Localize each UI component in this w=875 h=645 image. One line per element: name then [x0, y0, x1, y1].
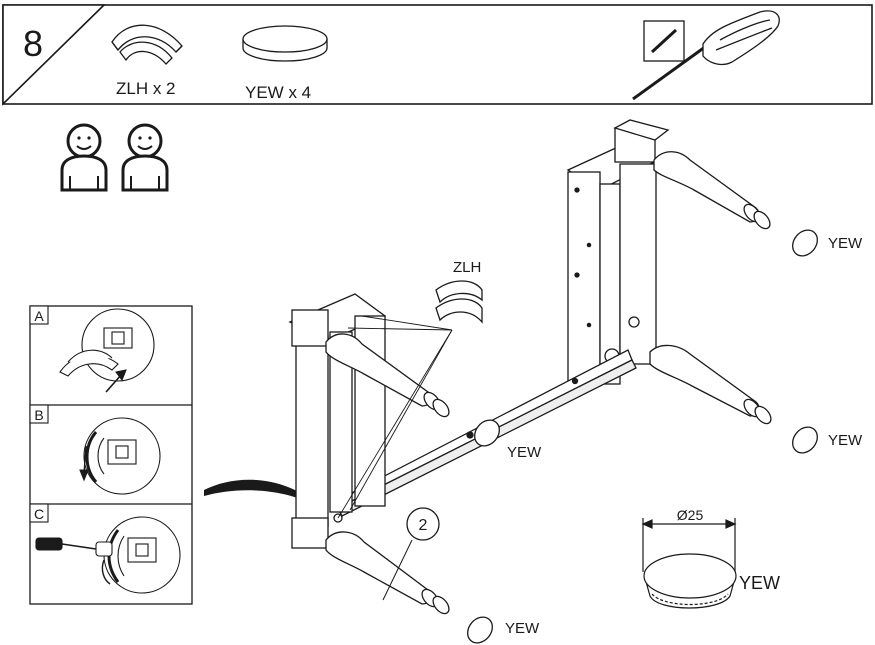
callout-yew-mid-right: YEW: [828, 432, 863, 449]
leg-far-top: [653, 151, 771, 230]
part-label-zlh: ZLH x 2: [116, 79, 176, 98]
quantity-marker: [382, 507, 440, 601]
header-band: 8 ZLH x 2 YEW x 4: [2, 4, 873, 106]
near-leg-frame: [288, 293, 387, 549]
curved-pointer-arrow: [204, 479, 324, 510]
pad-near-bottom: [467, 616, 493, 644]
pad-icon: [242, 25, 328, 62]
bracket-callout: [337, 280, 483, 519]
detail-part-label: YEW: [739, 573, 780, 593]
pad-detail: [641, 518, 737, 609]
pad-far-top: [792, 229, 818, 257]
inset-panels: A B C: [29, 305, 324, 605]
leg-far-bottom: [649, 344, 772, 425]
quantity-label: 2: [419, 517, 428, 534]
inset-letter-c: C: [34, 506, 44, 522]
inset-letter-b: B: [34, 407, 43, 423]
callout-yew-bottom: YEW: [505, 620, 540, 637]
bracket-icon: [111, 24, 183, 65]
inset-panel-c: C: [29, 503, 181, 594]
part-label-yew: YEW x 4: [245, 83, 311, 102]
inset-letter-a: A: [34, 308, 44, 324]
callout-zlh: ZLH: [453, 259, 481, 276]
far-leg-frame: [566, 119, 670, 385]
table-assembly: [288, 119, 818, 644]
two-person-icon: [60, 123, 169, 192]
pad-center: [474, 419, 500, 447]
detail-diameter-label: Ø25: [677, 507, 704, 523]
inset-panel-a: A: [29, 305, 155, 393]
pad-far-bottom: [792, 426, 818, 454]
leg-near-top: [325, 333, 450, 418]
step-number: 8: [23, 23, 43, 64]
callout-yew-top: YEW: [828, 235, 863, 252]
leg-near-bottom: [325, 531, 450, 615]
screwdriver-icon: [632, 10, 780, 101]
inset-panel-b: B: [29, 404, 161, 495]
callout-yew-center: YEW: [507, 444, 542, 461]
